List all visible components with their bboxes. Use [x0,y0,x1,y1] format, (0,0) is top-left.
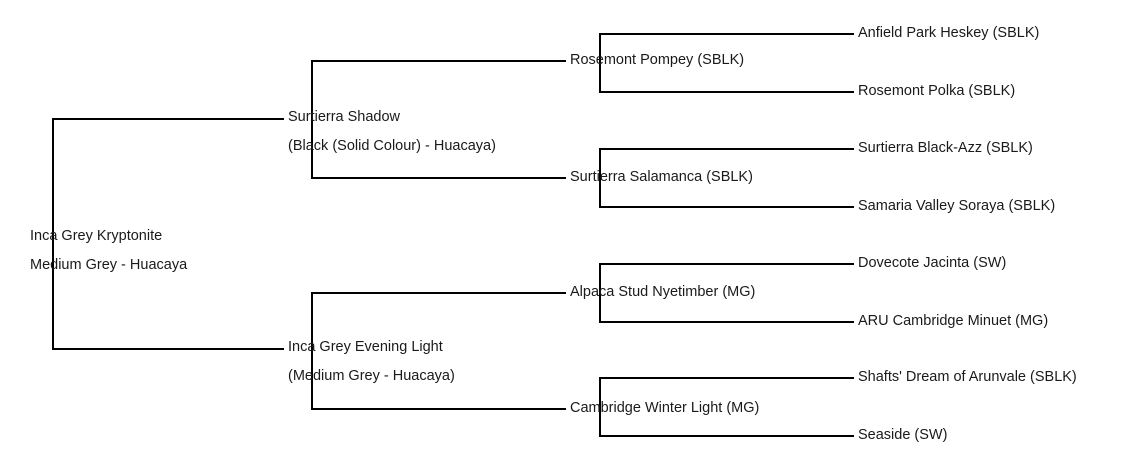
node-leaf-3[interactable]: Surtierra Black-Azz (SBLK) [858,140,1033,157]
node-leaf-8-name: Seaside (SW) [858,427,948,443]
connector-gen3-d-to-leaf-8 [599,435,854,437]
connector-gen3-c-to-leaf-6 [599,321,854,323]
node-leaf-8[interactable]: Seaside (SW) [858,427,947,444]
connector-gen3-a-to-leaf-1 [599,33,854,35]
node-gen3-b[interactable]: Surtierra Salamanca (SBLK) [570,169,753,186]
node-gen2-sire-name: Surtierra Shadow [288,109,401,125]
connector-gen2-bottom-vertical [311,292,313,408]
node-gen3-c-name: Alpaca Stud Nyetimber (MG) [570,284,756,300]
node-leaf-6[interactable]: ARU Cambridge Minuet (MG) [858,313,1048,330]
connector-gen2-bottom-to-gen3-c [311,292,566,294]
node-gen3-d-name: Cambridge Winter Light (MG) [570,400,760,416]
node-leaf-4-name: Samaria Valley Soraya (SBLK) [858,198,1056,214]
node-gen3-a-name: Rosemont Pompey (SBLK) [570,52,745,68]
node-root-name: Inca Grey Kryptonite [30,228,163,244]
node-gen2-dam-detail: (Medium Grey - Huacaya) [288,368,455,384]
node-leaf-5[interactable]: Dovecote Jacinta (SW) [858,255,1006,272]
node-leaf-1-name: Anfield Park Heskey (SBLK) [858,25,1040,41]
connector-gen2-top-to-gen3-b [311,177,566,179]
node-leaf-6-name: ARU Cambridge Minuet (MG) [858,313,1049,329]
connector-gen3-b-to-leaf-4 [599,206,854,208]
connector-gen3-c-to-leaf-5 [599,263,854,265]
node-leaf-5-name: Dovecote Jacinta (SW) [858,255,1007,271]
node-leaf-2-name: Rosemont Polka (SBLK) [858,83,1016,99]
node-gen2-sire[interactable]: Surtierra Shadow (Black (Solid Colour) -… [288,109,496,155]
node-root[interactable]: Inca Grey Kryptonite Medium Grey - Huaca… [30,228,187,274]
node-gen3-c[interactable]: Alpaca Stud Nyetimber (MG) [570,284,755,301]
connector-gen3-b-vertical [599,148,601,206]
connector-gen3-d-vertical [599,377,601,435]
connector-gen3-d-to-leaf-7 [599,377,854,379]
connector-gen3-c-vertical [599,263,601,321]
node-leaf-4[interactable]: Samaria Valley Soraya (SBLK) [858,198,1055,215]
node-gen3-d[interactable]: Cambridge Winter Light (MG) [570,400,759,417]
node-root-detail: Medium Grey - Huacaya [30,257,188,273]
connector-gen3-a-vertical [599,33,601,91]
node-leaf-7-name: Shafts' Dream of Arunvale (SBLK) [858,369,1077,385]
connector-gen3-b-to-leaf-3 [599,148,854,150]
node-leaf-3-name: Surtierra Black-Azz (SBLK) [858,140,1033,156]
node-gen2-sire-detail: (Black (Solid Colour) - Huacaya) [288,138,496,154]
connector-gen2-top-to-gen3-a [311,60,566,62]
connector-gen3-a-to-leaf-2 [599,91,854,93]
node-gen3-b-name: Surtierra Salamanca (SBLK) [570,169,753,185]
node-gen3-a[interactable]: Rosemont Pompey (SBLK) [570,52,744,69]
connector-gen2-top-vertical [311,60,313,177]
connector-root-to-gen2-bottom [52,348,284,350]
node-gen2-dam-name: Inca Grey Evening Light [288,339,443,355]
node-leaf-7[interactable]: Shafts' Dream of Arunvale (SBLK) [858,369,1077,386]
node-gen2-dam[interactable]: Inca Grey Evening Light (Medium Grey - H… [288,339,455,385]
node-leaf-2[interactable]: Rosemont Polka (SBLK) [858,83,1015,100]
connector-root-vertical [52,118,54,348]
connector-gen2-bottom-to-gen3-d [311,408,566,410]
node-leaf-1[interactable]: Anfield Park Heskey (SBLK) [858,25,1039,42]
connector-root-to-gen2-top [52,118,284,120]
